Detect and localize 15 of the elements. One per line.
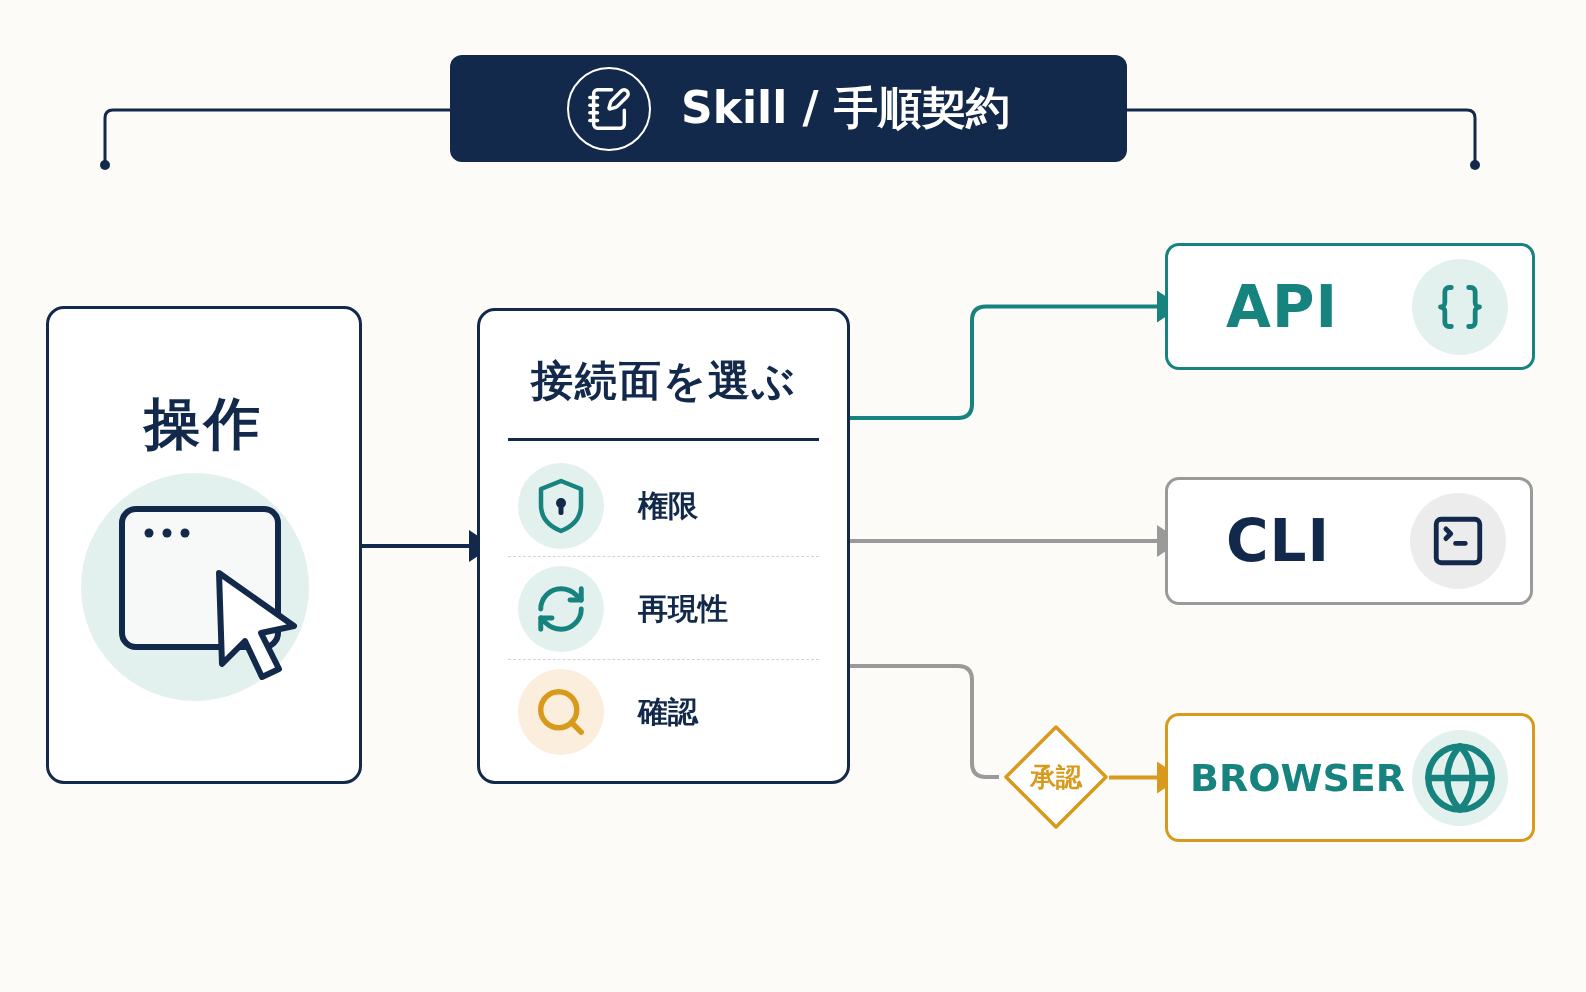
box-label: BROWSER bbox=[1190, 755, 1406, 800]
process-box bbox=[46, 306, 362, 784]
process-box bbox=[477, 308, 850, 784]
title: Skill / 手順契約 bbox=[681, 81, 1010, 135]
box-heading: 操作 bbox=[142, 390, 265, 458]
row-label: 再現性 bbox=[638, 589, 728, 628]
row-label: 権限 bbox=[638, 486, 698, 525]
box-heading: 接続面を選ぶ bbox=[529, 355, 798, 407]
output-box bbox=[1165, 477, 1533, 605]
output-box bbox=[1165, 713, 1535, 842]
box-label: CLI bbox=[1226, 507, 1331, 575]
box-label: API bbox=[1226, 272, 1338, 341]
output-box bbox=[1165, 243, 1535, 370]
diamond-label: 承認 bbox=[1030, 760, 1082, 794]
row-label: 確認 bbox=[638, 692, 698, 731]
